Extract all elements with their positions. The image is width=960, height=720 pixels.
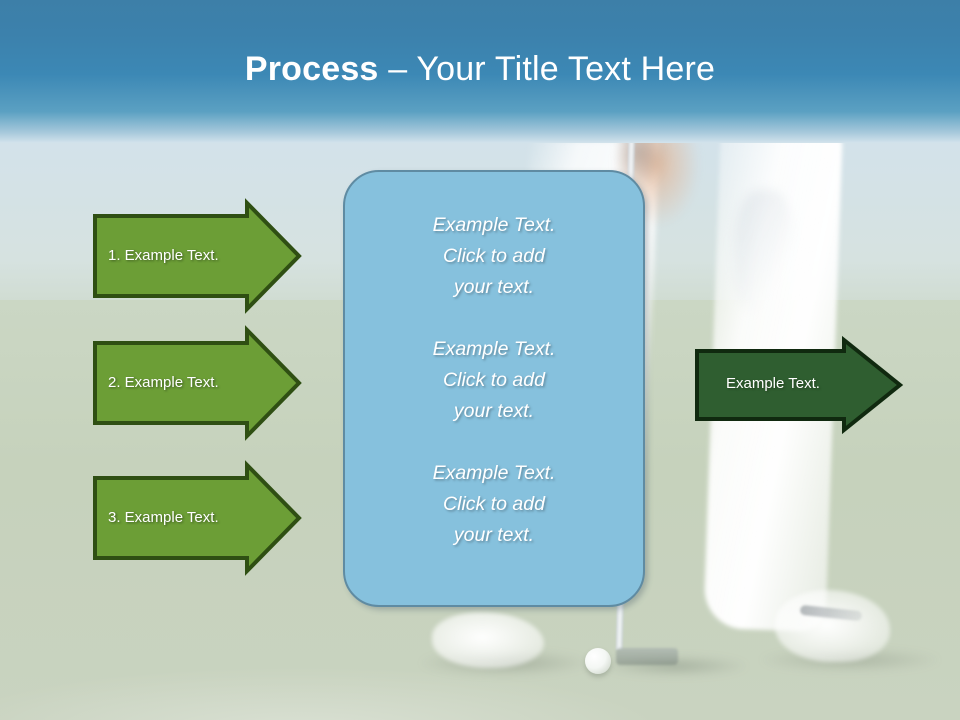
golfer-right-shoe (775, 590, 890, 662)
center-text-block-1: Example Text. Click to add your text. (432, 214, 556, 298)
center-box-text-group: Example Text. Click to add your text. Ex… (373, 210, 615, 551)
arrow-right-icon (93, 198, 302, 314)
result-arrow[interactable]: Example Text. (694, 335, 904, 435)
page-title-rest: – Your Title Text Here (378, 50, 716, 88)
page-title-bold: Process (244, 50, 379, 88)
center-text-block-2: Example Text. Click to add your text. (432, 338, 556, 422)
putter-head (616, 648, 678, 665)
golfer-left-shoe (432, 612, 544, 668)
step-arrow-3[interactable]: 3. Example Text. (92, 460, 302, 576)
trouser-fold (735, 190, 795, 320)
center-text-spacer (373, 303, 615, 334)
step-arrow-2[interactable]: 2. Example Text. (92, 325, 302, 441)
step-arrow-1[interactable]: 1. Example Text. (92, 198, 302, 314)
arrow-right-icon (93, 325, 302, 441)
center-text-spacer (373, 427, 615, 458)
arrow-right-icon (695, 335, 904, 435)
arrow-right-icon (93, 460, 302, 576)
page-title: Process – Your Title Text Here (0, 48, 960, 90)
golf-ball (585, 648, 611, 674)
center-text-block-3: Example Text. Click to add your text. (432, 462, 556, 546)
center-content-box[interactable]: Example Text. Click to add your text. Ex… (343, 170, 645, 607)
title-band: Process – Your Title Text Here (0, 0, 960, 143)
